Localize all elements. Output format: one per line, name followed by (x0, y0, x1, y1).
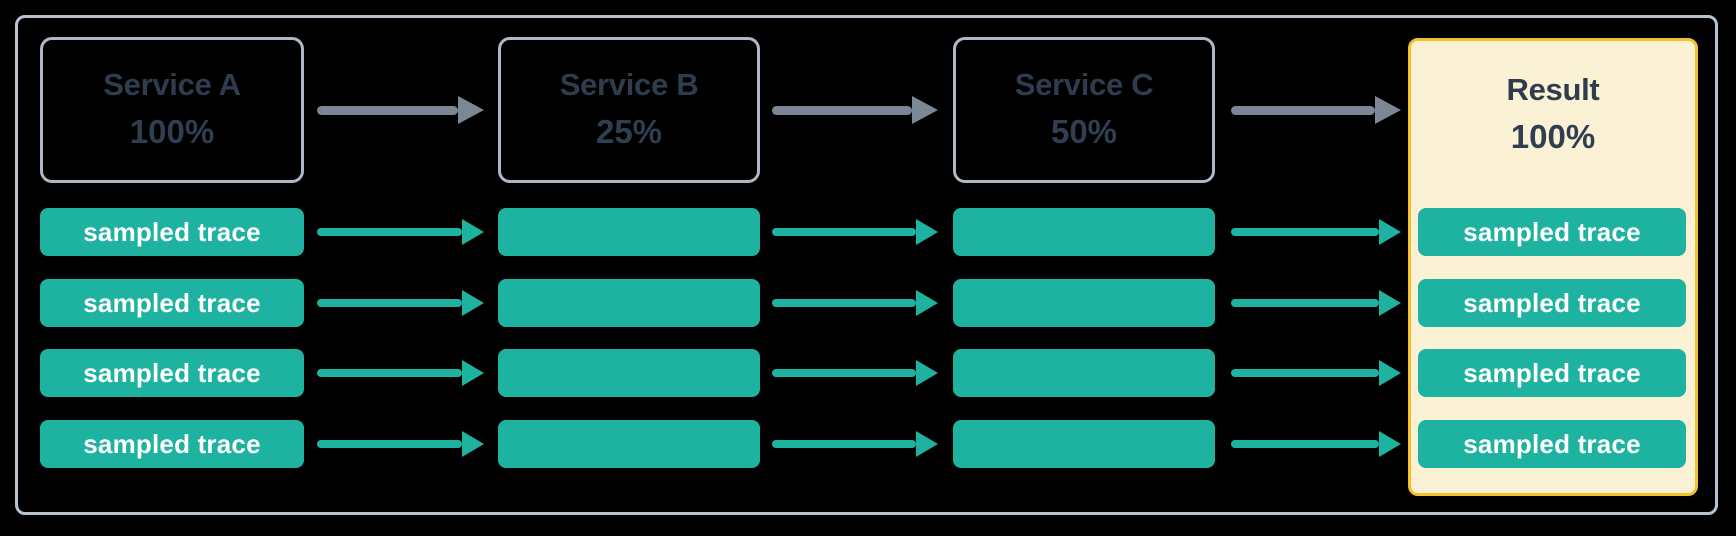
trace-box-label: sampled trace (83, 287, 261, 318)
trace-box: sampled trace (1418, 420, 1686, 468)
service-a-name: Service A (103, 67, 241, 102)
service-b-rate: 25% (595, 113, 663, 150)
trace-box (953, 279, 1215, 327)
trace-box-label: sampled trace (83, 357, 261, 388)
trace-box-label: sampled trace (1463, 357, 1641, 388)
trace-arrow-right-icon (772, 431, 938, 457)
trace-arrow-right-icon (1231, 360, 1401, 386)
trace-box: sampled trace (40, 208, 304, 256)
trace-box: sampled trace (1418, 349, 1686, 397)
trace-box: sampled trace (40, 279, 304, 327)
service-a-box: Service A 100% (40, 37, 304, 183)
arrow-right-icon (772, 95, 938, 125)
trace-arrow-right-icon (1231, 431, 1401, 457)
trace-arrow-right-icon (317, 219, 484, 245)
trace-box (498, 208, 760, 256)
trace-arrow-right-icon (772, 360, 938, 386)
result-rate: 100% (1510, 118, 1596, 155)
arrow-right-icon (317, 95, 484, 125)
result-panel: Result 100% (1408, 38, 1698, 496)
trace-arrow-right-icon (317, 431, 484, 457)
service-b-name: Service B (559, 67, 699, 102)
trace-box-label: sampled trace (83, 428, 261, 459)
trace-box: sampled trace (40, 349, 304, 397)
trace-box: sampled trace (40, 420, 304, 468)
trace-arrow-right-icon (1231, 219, 1401, 245)
trace-box (498, 420, 760, 468)
trace-arrow-right-icon (317, 290, 484, 316)
trace-arrow-right-icon (1231, 290, 1401, 316)
trace-arrow-right-icon (772, 219, 938, 245)
trace-box-label: sampled trace (1463, 428, 1641, 459)
service-c-rate: 50% (1050, 113, 1118, 150)
trace-arrow-right-icon (317, 360, 484, 386)
service-a-rate: 100% (129, 113, 215, 150)
arrow-right-icon (1231, 95, 1401, 125)
service-b-box: Service B 25% (498, 37, 760, 183)
diagram-frame (15, 15, 1718, 515)
service-c-name: Service C (1014, 67, 1154, 102)
trace-box (953, 420, 1215, 468)
trace-box-label: sampled trace (83, 216, 261, 247)
trace-box (498, 349, 760, 397)
trace-arrow-right-icon (772, 290, 938, 316)
trace-box (953, 208, 1215, 256)
trace-box-label: sampled trace (1463, 216, 1641, 247)
trace-box: sampled trace (1418, 208, 1686, 256)
result-title: Result (1506, 72, 1600, 107)
trace-box (498, 279, 760, 327)
trace-box (953, 349, 1215, 397)
trace-box-label: sampled trace (1463, 287, 1641, 318)
trace-box: sampled trace (1418, 279, 1686, 327)
service-c-box: Service C 50% (953, 37, 1215, 183)
